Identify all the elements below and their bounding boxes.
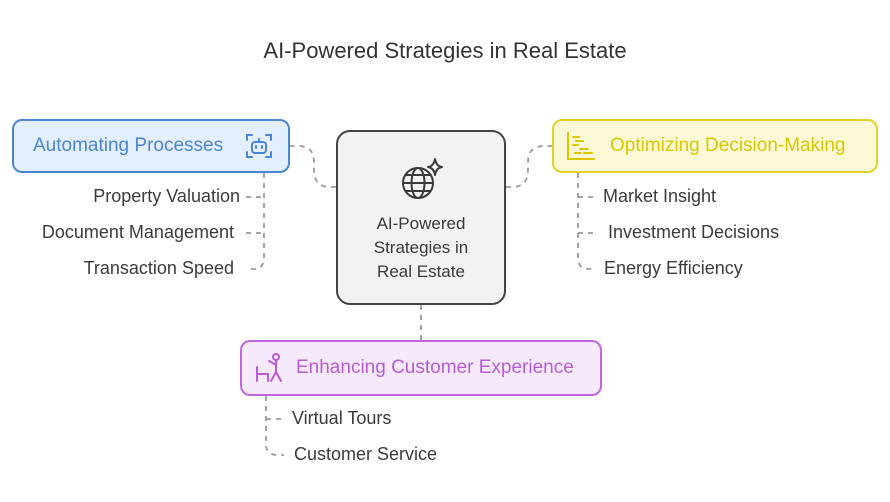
list-item: Document Management <box>41 222 234 242</box>
automating-processes-node[interactable]: Automating Processes <box>12 119 290 173</box>
ai-globe-sparkle-icon <box>398 156 446 204</box>
optimizing-decision-making-label: Optimizing Decision-Making <box>610 135 846 156</box>
list-item: Transaction Speed <box>83 258 234 278</box>
optimizing-decision-making-node[interactable]: Optimizing Decision-Making <box>552 119 878 173</box>
automating-processes-label: Automating Processes <box>33 135 224 156</box>
enhancing-customer-experience-node[interactable]: Enhancing Customer Experience <box>240 340 602 396</box>
central-topic-line: AI-Powered <box>376 214 466 233</box>
connector-enhancing-spine <box>265 396 284 456</box>
central-topic-node[interactable]: AI-Powered Strategies in Real Estate <box>336 130 506 305</box>
list-item: Virtual Tours <box>292 408 392 428</box>
central-topic-text: AI-Powered Strategies in Real Estate <box>338 212 504 284</box>
list-item: Investment Decisions <box>608 222 780 242</box>
list-item: Market Insight <box>603 186 717 206</box>
central-topic-line: Real Estate <box>377 262 465 281</box>
connector-center-automating <box>290 145 336 188</box>
diagram-title: AI-Powered Strategies in Real Estate <box>263 38 627 63</box>
person-desk-icon <box>254 352 286 384</box>
connector-optimizing-spine <box>577 173 596 270</box>
enhancing-customer-experience-label: Enhancing Customer Experience <box>296 357 574 378</box>
gantt-chart-icon <box>565 130 597 162</box>
central-topic-line: Strategies in <box>373 238 469 257</box>
robot-icon <box>243 130 275 162</box>
list-item: Property Valuation <box>93 186 240 206</box>
connector-automating-spine <box>246 173 265 270</box>
list-item: Customer Service <box>294 444 438 464</box>
connector-center-optimizing <box>506 145 552 188</box>
list-item: Energy Efficiency <box>604 258 743 278</box>
